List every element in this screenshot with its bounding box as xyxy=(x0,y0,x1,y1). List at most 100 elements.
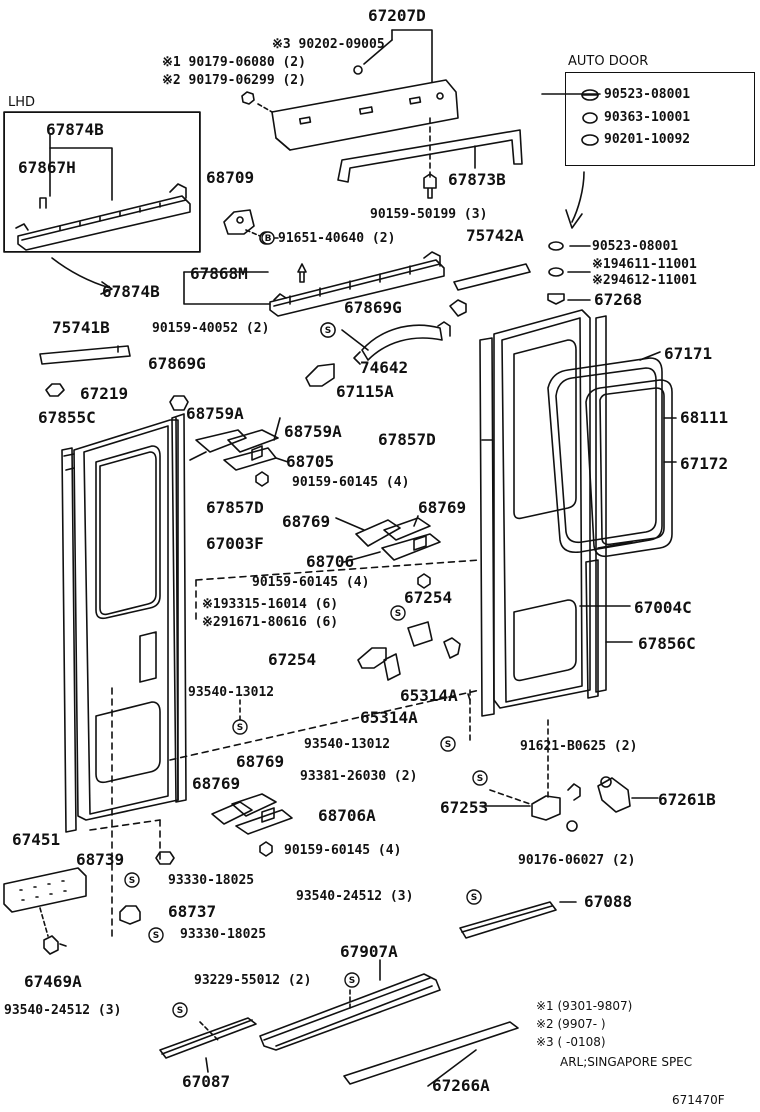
part-label: 67874B xyxy=(46,120,104,139)
step-67907a xyxy=(259,973,441,1051)
guide-68739 xyxy=(155,851,175,865)
plate-67451 xyxy=(3,867,87,913)
stopper-67869g-lower xyxy=(169,395,189,411)
svg-text:S: S xyxy=(325,326,331,336)
part-label: 93330-18025 xyxy=(168,873,255,888)
guide-67253 xyxy=(531,795,561,821)
part-label: 74642 xyxy=(360,358,409,377)
stopper-67869g xyxy=(449,299,467,317)
part-label: 90159-60145 (4) xyxy=(252,575,370,590)
footnote: ※3 ( -0108) xyxy=(536,1035,606,1049)
hinge-68769 xyxy=(355,519,401,547)
part-label: ※194611-11001 xyxy=(592,257,697,272)
part-label: 67261B xyxy=(658,790,716,809)
glass-run-67171 xyxy=(547,357,663,554)
part-label: 93540-13012 xyxy=(304,737,391,752)
part-label: 68706 xyxy=(306,552,355,571)
hinge-68759a xyxy=(195,429,247,453)
bracket-67254-b xyxy=(357,647,387,669)
glass-68111 xyxy=(585,379,673,558)
bolt-90159-60145-a xyxy=(255,471,269,487)
arm-74642 xyxy=(361,324,443,361)
part-label: 93330-18025 xyxy=(180,927,267,942)
svg-text:S: S xyxy=(349,976,355,986)
rod-75741b xyxy=(39,345,131,365)
part-label: 67171 xyxy=(664,344,713,363)
left-door-panel xyxy=(73,419,179,821)
part-label: 93540-24512 (3) xyxy=(296,889,414,904)
part-label: ※1 90179-06080 (2) xyxy=(162,55,306,70)
sill-67088 xyxy=(459,901,557,939)
part-label: 67907A xyxy=(340,942,398,961)
nut-90202 xyxy=(353,65,363,75)
part-label: 67869G xyxy=(344,298,402,317)
footnote-spec: ARL;SINGAPORE SPEC xyxy=(560,1055,693,1069)
lhd-heading: LHD xyxy=(8,95,36,110)
bolt-67868m xyxy=(297,263,307,283)
rail-67857d-left xyxy=(171,413,187,803)
part-label: 93381-26030 (2) xyxy=(300,769,418,784)
svg-text:S: S xyxy=(471,893,477,903)
bracket-67087 xyxy=(159,1017,257,1059)
part-label: 67867H xyxy=(18,158,76,177)
bolt-90176 xyxy=(566,820,578,832)
part-label: 68706A xyxy=(318,806,376,825)
part-label: 67855C xyxy=(38,408,96,427)
bracket-68709 xyxy=(223,209,255,235)
part-label: 90201-10092 xyxy=(604,132,691,147)
part-label: 67873B xyxy=(448,170,506,189)
part-label: ※291671-80616 (6) xyxy=(202,615,339,630)
svg-text:S: S xyxy=(129,876,135,886)
part-label: 90159-50199 (3) xyxy=(370,207,488,222)
part-label: 91651-40640 (2) xyxy=(278,231,396,246)
part-label: 67207D xyxy=(368,6,426,25)
part-label: 67004C xyxy=(634,598,692,617)
part-label: 65314A xyxy=(360,708,418,727)
part-label: 67268 xyxy=(594,290,643,309)
part-label: 90159-60145 (4) xyxy=(292,475,410,490)
part-label: 67088 xyxy=(584,892,633,911)
part-label: ※193315-16014 (6) xyxy=(202,597,339,612)
auto-door-heading: AUTO DOOR xyxy=(568,54,649,69)
part-label: 67266A xyxy=(432,1076,490,1095)
svg-text:S: S xyxy=(395,609,401,619)
part-label: 68769 xyxy=(418,498,467,517)
part-label: 90523-08001 xyxy=(604,87,691,102)
part-label: 67219 xyxy=(80,384,129,403)
part-label: 90159-40052 (2) xyxy=(152,321,270,336)
stopper-67469a xyxy=(43,935,59,955)
nut-90179 xyxy=(241,91,255,105)
roller-68737 xyxy=(119,905,141,925)
bolt-91621 xyxy=(567,783,581,801)
svg-text:S: S xyxy=(177,1006,183,1016)
part-label: 90363-10001 xyxy=(604,110,691,125)
bracket-67115a xyxy=(305,363,335,387)
part-label: 93229-55012 (2) xyxy=(194,973,312,988)
part-label: ※294612-11001 xyxy=(592,273,697,288)
part-label: 67253 xyxy=(440,798,489,817)
part-label: 68759A xyxy=(284,422,342,441)
hinge-68705 xyxy=(223,447,277,471)
molding-67266a xyxy=(343,1021,519,1085)
part-label: 68705 xyxy=(286,452,335,471)
hinge-68769-lower xyxy=(211,801,253,825)
svg-text:S: S xyxy=(477,774,483,784)
cap-67219 xyxy=(45,383,65,397)
right-door-panel xyxy=(493,309,591,709)
part-label: 67254 xyxy=(404,588,453,607)
rail-67857d-right xyxy=(479,337,495,717)
bracket-67254 xyxy=(407,621,433,647)
svg-text:B: B xyxy=(265,234,272,244)
hinge-68706 xyxy=(381,533,441,561)
part-label: 90159-60145 (4) xyxy=(284,843,402,858)
footnote: ※1 (9301-9807) xyxy=(536,999,633,1013)
part-label: ※2 90179-06299 (2) xyxy=(162,73,306,88)
part-label: 68769 xyxy=(192,774,241,793)
svg-text:S: S xyxy=(445,740,451,750)
part-label: 91621-B0625 (2) xyxy=(520,739,638,754)
track-67874b xyxy=(269,251,445,317)
auto-door-box xyxy=(565,72,755,166)
part-label: 68111 xyxy=(680,408,729,427)
rod-75742a xyxy=(453,263,531,291)
bracket-65314a xyxy=(383,653,401,681)
